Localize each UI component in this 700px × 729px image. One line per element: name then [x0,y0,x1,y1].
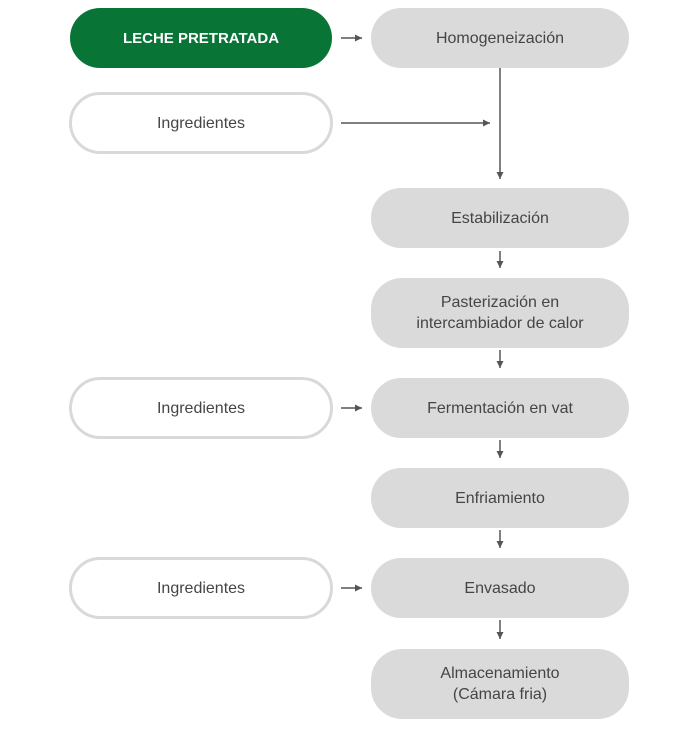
step-node-pasterizacion: Pasterización en intercambiador de calor [371,278,629,348]
step-node-label: Almacenamiento (Cámara fria) [440,665,560,703]
step-node-estabilizacion: Estabilización [371,188,629,248]
step-node-almacenamiento: Almacenamiento (Cámara fria) [371,649,629,719]
step-node-enfriamiento: Enfriamiento [371,468,629,528]
start-node: LECHE PRETRATADA [70,8,332,68]
input-node-label: Ingredientes [156,579,246,597]
step-node-fermentacion: Fermentación en vat [371,378,629,438]
input-node-ingredientes: Ingredientes [69,92,333,154]
step-node-label: Envasado [464,579,536,597]
input-node-ingredientes: Ingredientes [69,377,333,439]
step-node-label: Homogeneización [435,29,565,47]
input-node-label: Ingredientes [156,114,246,132]
step-node-label: Enfriamiento [455,489,545,507]
step-node-label: Fermentación en vat [427,399,573,417]
input-node-ingredientes: Ingredientes [69,557,333,619]
step-node-envasado: Envasado [371,558,629,618]
start-node-label: LECHE PRETRATADA [122,29,280,47]
step-node-label: Pasterización en intercambiador de calor [416,294,584,332]
step-node-label: Estabilización [451,209,549,227]
input-node-label: Ingredientes [156,399,246,417]
step-node-homogeneizacion: Homogeneización [371,8,629,68]
